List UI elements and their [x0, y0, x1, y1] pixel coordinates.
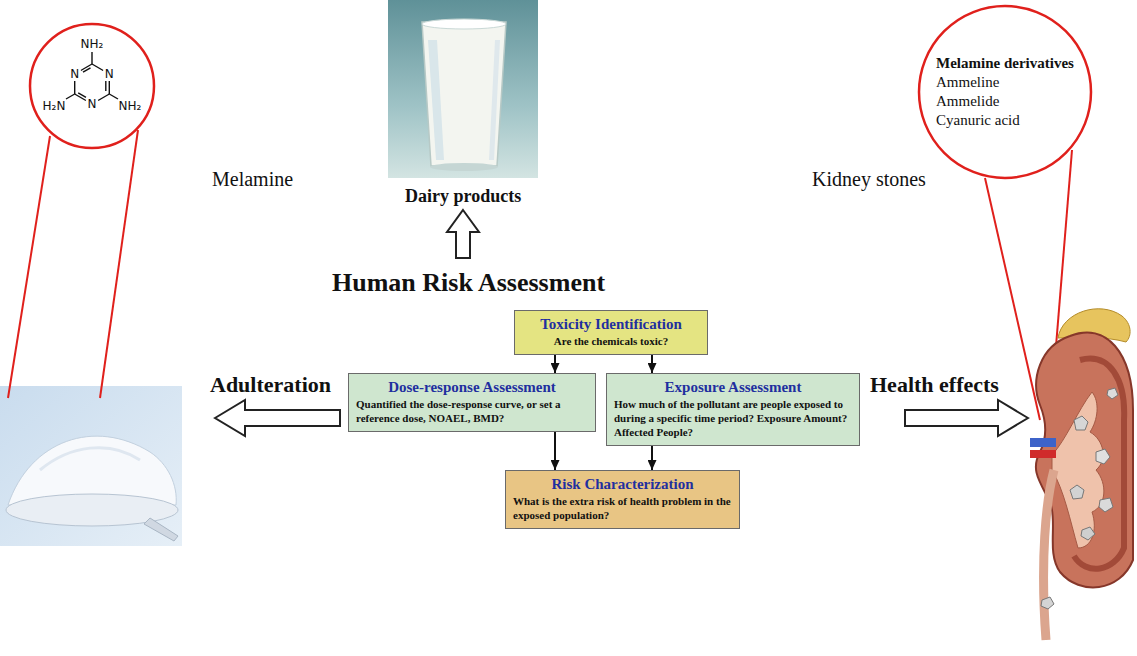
flow-arrow	[554, 432, 556, 470]
circle-outline	[30, 24, 154, 148]
photo-ground	[388, 0, 538, 178]
photo-ground	[0, 386, 182, 546]
stone	[1070, 485, 1084, 499]
process-box: Toxicity IdentificationAre the chemicals…	[514, 310, 708, 355]
picture-label: Kidney stones	[812, 168, 926, 191]
bond	[75, 94, 86, 101]
flow-arrow	[651, 446, 653, 470]
bond	[92, 64, 103, 71]
atom-label: NH₂	[118, 100, 143, 112]
glass	[422, 22, 506, 166]
callout-circle: Melamine derivativesAmmelineAmmelideCyan…	[917, 4, 1093, 180]
powder-shade	[40, 448, 140, 470]
list-item: Ammelide	[936, 92, 1074, 111]
stone	[1074, 416, 1088, 430]
renal-vein	[1030, 438, 1056, 447]
bond	[83, 68, 91, 72]
callout-heading: Melamine derivatives	[936, 54, 1074, 73]
process-box: Exposure AssessmentHow much of the pollu…	[606, 373, 860, 446]
ring-bonds	[66, 52, 118, 101]
milk-glass-picture	[388, 0, 538, 178]
atom-label: N	[87, 98, 98, 110]
atom-label: H₂N	[42, 100, 67, 112]
bond	[78, 93, 86, 98]
stone	[1107, 388, 1118, 399]
box-heading: Dose-response Assessment	[356, 378, 588, 397]
glass-shade	[428, 40, 444, 160]
box-body: Quantified the dose-response curve, or s…	[356, 397, 588, 425]
leader-line	[8, 136, 50, 398]
process-box: Dose-response AssessmentQuantified the d…	[348, 373, 596, 432]
glass-base	[430, 163, 498, 171]
box-heading: Risk Characterization	[513, 475, 732, 494]
powder-picture	[0, 386, 182, 546]
flow-arrow	[554, 355, 556, 373]
atom-label: N	[69, 68, 80, 80]
milk-surface	[422, 19, 506, 29]
bond	[74, 81, 75, 94]
ureter	[1044, 470, 1054, 640]
leader-line	[100, 130, 138, 398]
atom-label: NH₂	[80, 38, 105, 50]
renal-artery	[1030, 450, 1056, 458]
bond	[109, 94, 118, 99]
bond	[66, 94, 75, 99]
box-body: How much of the pollutant are people exp…	[614, 397, 852, 439]
hollow-arrow	[447, 210, 479, 258]
bond	[98, 94, 109, 101]
stone	[1096, 449, 1110, 464]
atom-label: N	[104, 68, 115, 80]
circle-outline	[919, 6, 1091, 178]
box-body: Are the chemicals toxic?	[522, 334, 700, 348]
bond	[105, 81, 106, 91]
callout-circle: NH₂NNH₂NNNH₂	[28, 22, 156, 150]
process-box: Risk CharacterizationWhat is the extra r…	[505, 470, 740, 529]
stone	[1099, 498, 1113, 512]
box-body: What is the extra risk of health problem…	[513, 494, 732, 522]
arrow-label: Health effects	[870, 372, 999, 398]
box-heading: Toxicity Identification	[522, 315, 700, 334]
circle-outline	[917, 4, 1093, 180]
chemical-name: Melamine	[212, 168, 293, 191]
diagram-title: Human Risk Assessment	[332, 268, 605, 298]
spoon-handle	[144, 518, 178, 541]
arrow-label: Adulteration	[210, 372, 331, 398]
renal-pelvis	[1052, 392, 1104, 548]
text-column: Melamine derivativesAmmelineAmmelideCyan…	[936, 54, 1074, 130]
hollow-arrow	[215, 400, 340, 436]
hollow-arrow	[905, 400, 1028, 436]
bond	[109, 81, 110, 94]
bond	[91, 52, 92, 64]
stone	[1041, 597, 1054, 609]
box-heading: Exposure Assessment	[614, 378, 852, 397]
flow-arrow	[651, 355, 653, 373]
list-item: Cyanuric acid	[936, 111, 1074, 130]
kidney-picture	[1030, 309, 1133, 640]
list-item: Ammeline	[936, 73, 1074, 92]
picture-label: Dairy products	[405, 186, 521, 207]
stone	[1081, 527, 1095, 540]
kidney-outline	[1036, 333, 1133, 588]
glass-shade	[489, 40, 500, 160]
